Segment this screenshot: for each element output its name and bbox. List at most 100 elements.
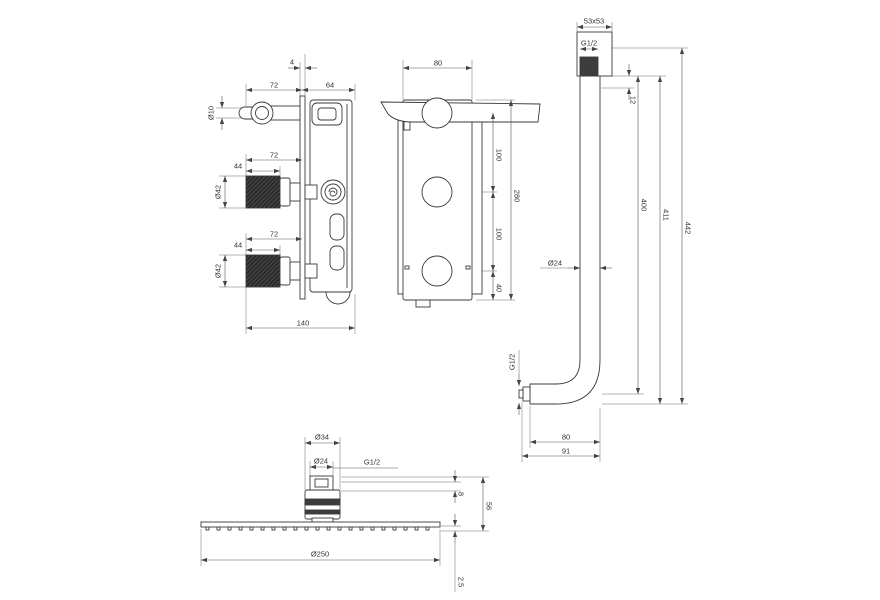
dim-mixer-front-bottom-offset: 40 (490, 271, 504, 300)
body-port-lower (329, 245, 345, 271)
dim-mixer-front-height: 280 (508, 100, 522, 300)
nozzle (271, 526, 276, 531)
dim-shower-arm-length-442: 442 (679, 48, 693, 404)
knob-upper-cap (279, 177, 291, 207)
mixer-bottom-tab (415, 299, 431, 308)
nozzle (260, 526, 265, 531)
shower-arm-view (518, 31, 613, 405)
dim-shower-head-inlet-dia: Ø24 (310, 457, 333, 470)
head-inlet-bore (314, 478, 329, 488)
dim-shower-head-thread: G1/2 (333, 458, 398, 469)
nozzle (293, 526, 298, 531)
head-neck (311, 517, 334, 523)
dimension-label: Ø250 (311, 550, 329, 559)
nozzle (348, 526, 353, 531)
dim-shower-head-head-dia: Ø250 (201, 550, 440, 563)
dimension-label: 8 (457, 492, 466, 496)
dimension-label: Ø42 (214, 185, 223, 199)
dimension-label: Ø24 (548, 259, 562, 268)
dim-shower-arm-flange: 53x53 (577, 17, 612, 30)
ball-joint-band (304, 498, 341, 506)
dimension-label: 72 (270, 151, 278, 160)
nozzle (326, 526, 331, 531)
dimension-label: Ø42 (214, 264, 223, 278)
nozzle (425, 526, 430, 531)
lever-hub-inner (255, 106, 269, 120)
nozzle (249, 526, 254, 531)
diverter-ring (324, 183, 342, 201)
nozzle (392, 526, 397, 531)
dimension-label: 80 (562, 433, 570, 442)
knob-lower-cap (279, 256, 291, 286)
dim-shower-arm-thread-wall: G1/2 (580, 39, 598, 52)
knob-lower-spindle (304, 263, 318, 279)
wall-plate (299, 95, 306, 300)
shower-plate (200, 521, 441, 528)
dimension-label: 40 (495, 284, 504, 292)
ball-joint-band (304, 509, 341, 515)
dimension-label: G1/2 (581, 39, 597, 48)
dimension-label: 2.5 (457, 577, 466, 587)
dim-shower-head-height-8: 8 (452, 470, 466, 503)
arm-outlet-thread (518, 389, 524, 399)
dimension-label: 411 (662, 209, 671, 221)
dim-shower-arm-pipe-dia: Ø24 (548, 259, 612, 271)
dimension-label: 56 (485, 502, 494, 510)
mixer-front-view (380, 97, 541, 308)
dimension-label: Ø10 (207, 106, 216, 120)
nozzle (238, 526, 243, 531)
dimension-label: 280 (513, 190, 522, 203)
dim-mixer-side-knob-lower-length: 44 (234, 241, 280, 253)
dimension-label: 72 (270, 230, 278, 239)
shower-arm-pipe (529, 75, 601, 405)
body-top-port (317, 107, 337, 121)
dim-shower-arm-length-400: 400 (635, 76, 649, 394)
dimension-label: 442 (684, 222, 693, 235)
dim-mixer-side-lever-dia: Ø10 (207, 96, 225, 130)
front-lever (380, 101, 541, 123)
body-port-upper (329, 213, 345, 241)
dim-shower-head-height-56: 56 (480, 477, 494, 531)
dim-mixer-side-total-depth: 140 (246, 319, 355, 331)
nozzle (414, 526, 419, 531)
dim-shower-head-joint-dia: Ø34 (305, 433, 340, 446)
dimension-label: 91 (562, 447, 570, 456)
dim-mixer-side-lever-depth: 72 (246, 81, 302, 93)
knob-upper-spindle (304, 184, 318, 200)
screw-hole (404, 265, 410, 270)
knob-lower-knurl (245, 254, 281, 288)
nozzle (227, 526, 232, 531)
wall-thread (579, 56, 599, 77)
dimension-label: 140 (297, 319, 310, 328)
dimension-label: 44 (234, 162, 242, 171)
mixer-side-view (238, 95, 353, 305)
dim-mixer-side-knob-upper-depth: 72 (246, 151, 302, 163)
dim-mixer-side-knob-lower-dia: Ø42 (214, 255, 228, 287)
nozzle (205, 526, 210, 531)
knob-upper-knurl (245, 175, 281, 209)
dimension-label: 400 (640, 199, 649, 212)
dimension-label: G1/2 (364, 458, 380, 467)
dim-mixer-side-knob-lower-depth: 72 (246, 230, 302, 242)
dimension-label: 100 (495, 149, 504, 162)
dimension-label: 44 (234, 241, 242, 250)
screw-hole (465, 265, 471, 270)
dimension-label: 4 (290, 58, 294, 67)
front-knob-upper (421, 176, 453, 208)
dimension-label: 12 (629, 96, 638, 104)
diverter-spiral (328, 187, 338, 197)
dimension-label: G1/2 (508, 354, 517, 370)
dimension-label: 72 (270, 81, 278, 90)
dimension-label: 64 (326, 81, 334, 90)
nozzle (282, 526, 287, 531)
dim-shower-arm-reach-80: 80 (530, 433, 600, 445)
dimension-label: 53x53 (584, 17, 604, 26)
dim-shower-arm-offset-top: 12 (626, 64, 638, 104)
dimension-label: 100 (495, 228, 504, 241)
nozzle (315, 526, 320, 531)
dim-shower-arm-reach-91: 91 (522, 447, 600, 459)
dim-shower-arm-thread-outlet: G1/2 (508, 354, 522, 415)
nozzle (370, 526, 375, 531)
